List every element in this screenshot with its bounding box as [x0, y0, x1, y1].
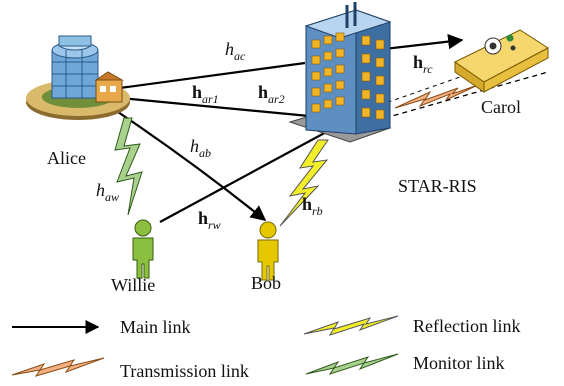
label-star-ris: STAR-RIS	[398, 176, 477, 196]
label-alice: Alice	[47, 148, 86, 168]
reflection-bolt-ris-bob	[279, 139, 329, 227]
legend-reflection-bolt	[303, 315, 399, 336]
alice-building-icon	[26, 35, 130, 120]
link-ris-willie	[159, 129, 331, 223]
carol-device-icon	[454, 29, 549, 93]
link-alice-carol	[119, 61, 306, 90]
link-alice-ris	[119, 96, 332, 125]
legend-monitor-link-label: Monitor link	[413, 353, 505, 373]
label-h-ac: hac	[225, 39, 246, 63]
label-h-rc: hrc	[413, 52, 433, 76]
legend-transmission-link-label: Transmission link	[120, 361, 249, 381]
legend-monitor-bolt	[305, 353, 399, 375]
label-willie: Willie	[111, 275, 155, 295]
legend-transmission-bolt	[11, 357, 105, 377]
legend-reflection-link-label: Reflection link	[413, 316, 520, 336]
label-h-ab: hab	[190, 136, 211, 160]
link-alice-bob	[111, 107, 267, 221]
label-h-ar1: har1	[192, 82, 219, 106]
willie-person-icon	[132, 219, 154, 279]
label-h-ar2: har2	[258, 82, 285, 106]
transmission-bolt-ris-carol	[394, 84, 479, 109]
label-carol: Carol	[481, 97, 521, 117]
monitor-bolt-alice-willie	[114, 117, 143, 216]
legend: Main link Reflection link Transmission l…	[11, 315, 520, 381]
bob-person-icon	[257, 221, 279, 281]
star-ris-building-icon	[288, 2, 392, 143]
dashed-link-ris-carol	[384, 71, 549, 119]
label-h-aw: haw	[96, 180, 119, 204]
legend-main-link-label: Main link	[120, 317, 191, 337]
label-bob: Bob	[251, 273, 281, 293]
label-h-rw: hrw	[198, 208, 221, 232]
label-h-rb: hrb	[302, 194, 323, 218]
